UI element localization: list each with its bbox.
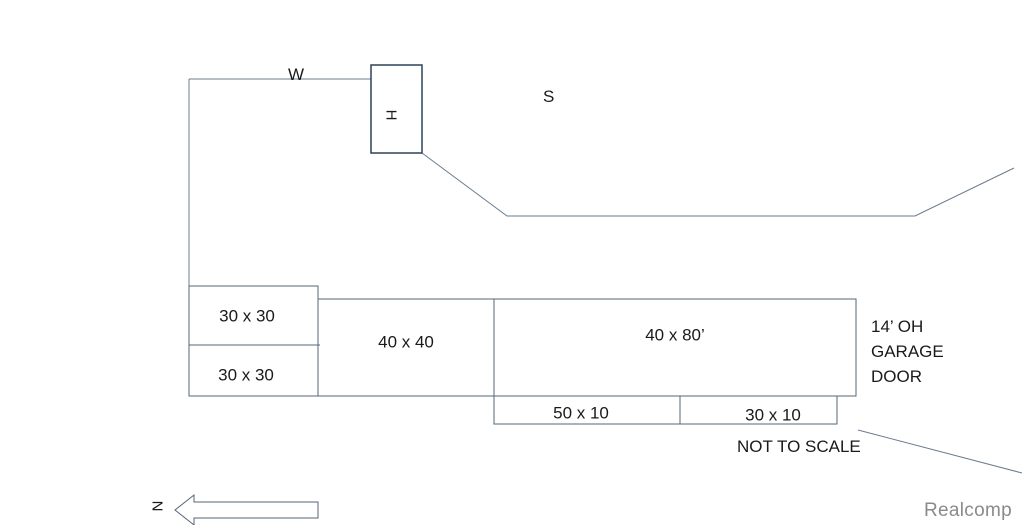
room-label-30x30-bottom: 30 x 30 — [218, 365, 274, 385]
north-label: N — [148, 500, 166, 512]
house-box — [370, 64, 423, 154]
building-30x30-block — [188, 285, 319, 397]
room-label-40x40: 40 x 40 — [378, 332, 434, 352]
garage-note-line3: DOOR — [871, 367, 922, 386]
building-40x80 — [493, 298, 857, 397]
not-to-scale-note: NOT TO SCALE — [737, 437, 861, 456]
room-label-50x10: 50 x 10 — [553, 403, 609, 423]
west-label: W — [288, 65, 305, 84]
room-label-40x80: 40 x 80’ — [645, 325, 705, 345]
south-label: S — [543, 87, 555, 106]
north-arrow — [174, 493, 319, 525]
room-label-30x30-top: 30 x 30 — [219, 306, 275, 326]
realcomp-watermark: Realcomp — [924, 500, 1012, 521]
driveway-line — [421, 152, 1015, 217]
room-label-30x10: 30 x 10 — [745, 405, 801, 425]
east-road-line — [857, 429, 1023, 474]
garage-note-line2: GARAGE — [871, 342, 944, 361]
garage-note-line1: 14’ OH — [871, 317, 924, 336]
lean-to-strip — [493, 396, 838, 425]
garage-door-note: 14’ OH GARAGE DOOR — [871, 314, 944, 389]
house-label: H — [382, 109, 400, 121]
